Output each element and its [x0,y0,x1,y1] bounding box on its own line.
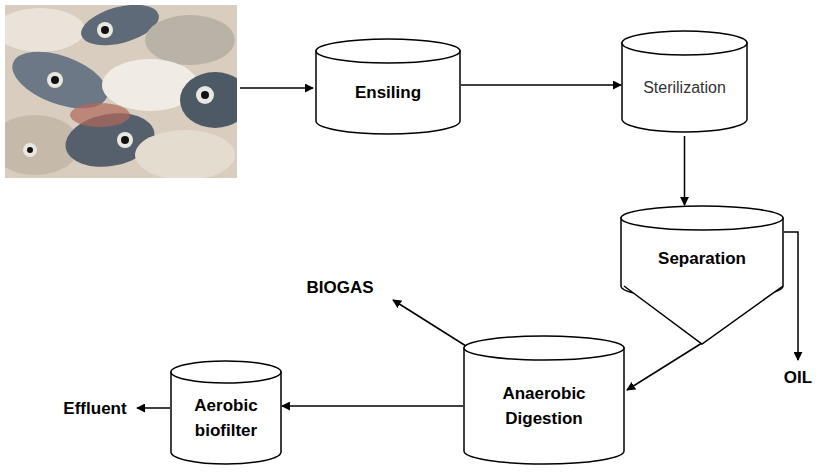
text-area: Sterilization [621,56,748,120]
output-label: OIL [784,368,812,388]
process-cylinder: Ensiling [315,38,461,135]
fish-photo [5,5,237,178]
output-label: BIOGAS [306,278,373,298]
output-label: Effluent [63,399,126,419]
process-label: Anaerobic Digestion [489,382,599,431]
biogas-arrow [393,300,466,346]
process-cylinder: Separation [620,205,784,345]
text-area: Separation [620,231,784,287]
process-label: Separation [658,247,746,272]
flow-arrow [684,136,686,205]
effluent-arrow [137,407,170,409]
process-cylinder: Sterilization [621,30,748,133]
process-label: Sterilization [643,76,726,99]
flow-arrow [461,84,621,86]
text-area: Aerobic biofilter [170,384,282,453]
process-cylinder: Anaerobic Digestion [463,335,625,465]
text-area: Anaerobic Digestion [463,361,625,452]
text-area: Ensiling [315,64,461,122]
flow-arrow [627,343,702,390]
process-label: Ensiling [355,81,421,106]
flow-arrow [282,405,463,407]
process-label: Aerobic biofilter [180,394,272,443]
cylinder-outline [620,205,784,345]
process-cylinder: Aerobic biofilter [170,360,282,465]
input-arrow [240,87,313,89]
oil-arrow [784,232,798,360]
